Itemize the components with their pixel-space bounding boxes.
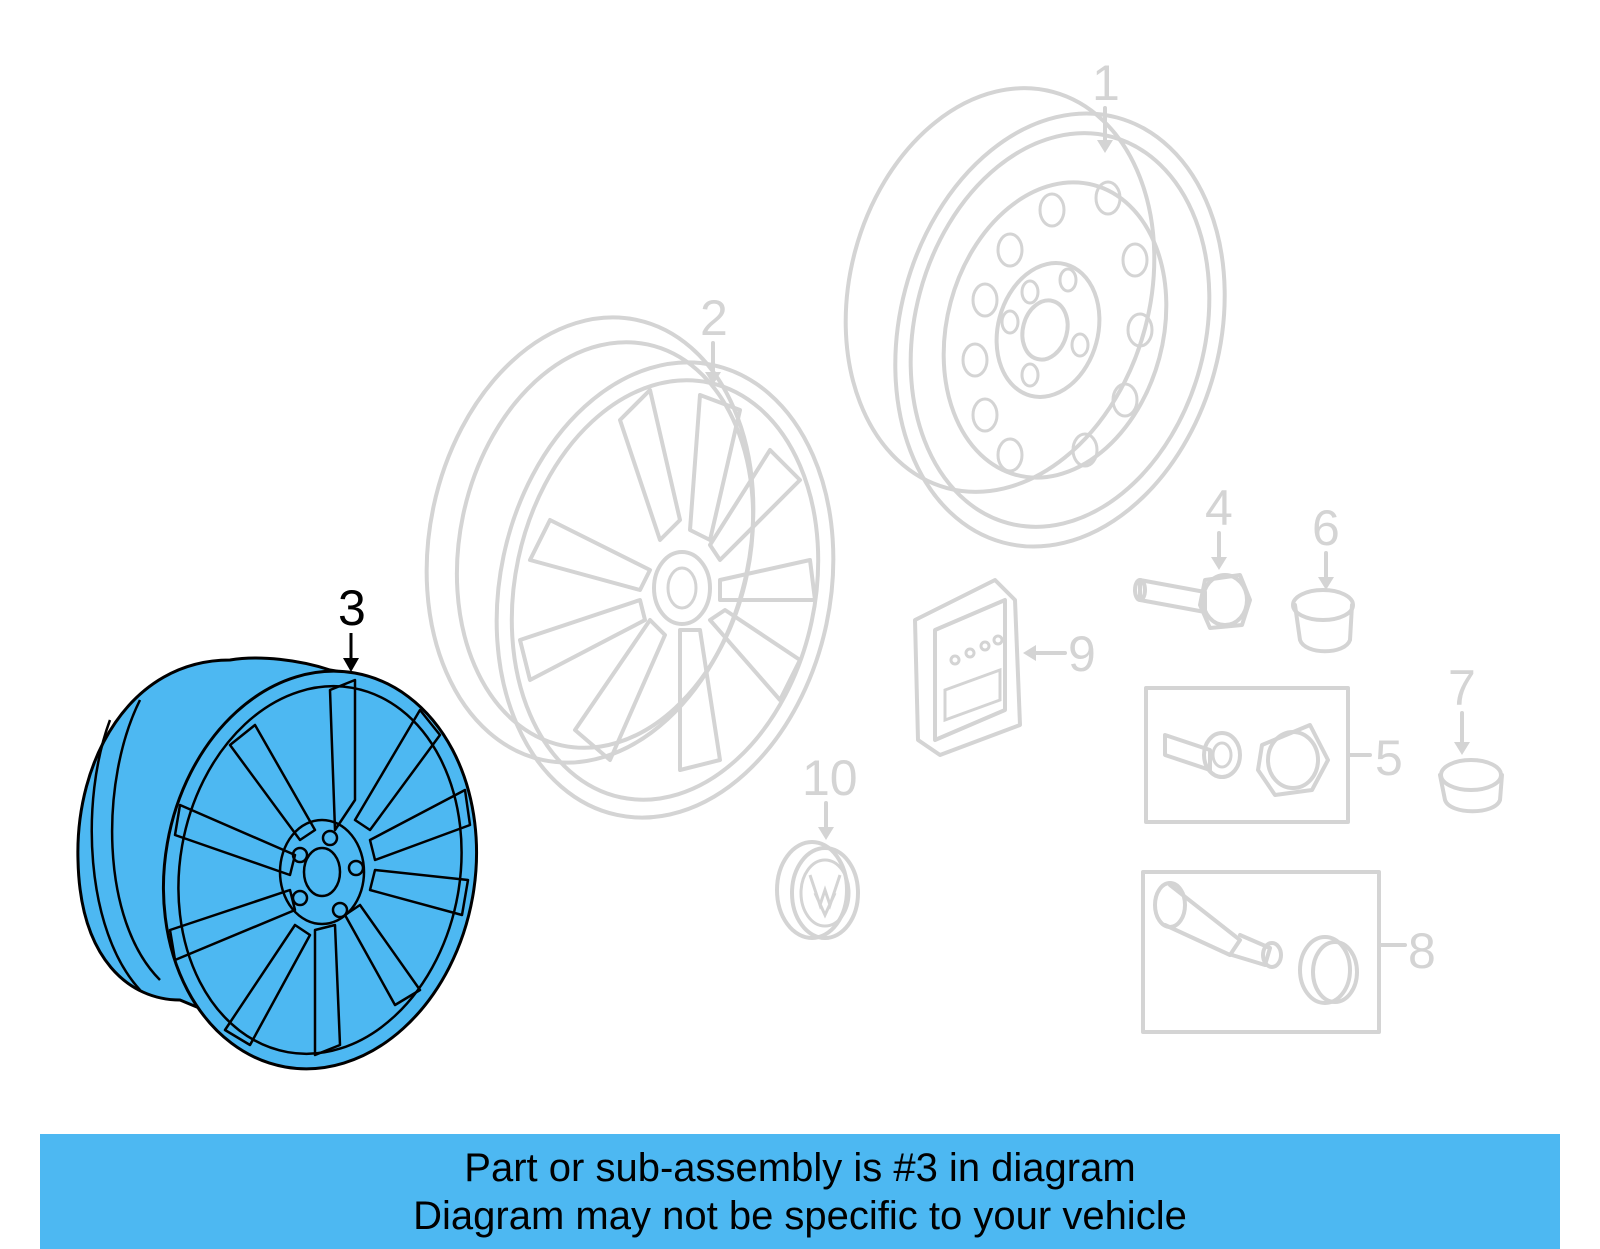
callout-4: 4 <box>1205 480 1233 570</box>
part-10-center-cap[interactable] <box>775 840 860 940</box>
callout-6: 6 <box>1312 500 1340 590</box>
callout-6-label: 6 <box>1312 500 1340 556</box>
callout-10-label: 10 <box>802 750 858 806</box>
part-9-tire-label[interactable] <box>913 578 1022 757</box>
callout-10: 10 <box>802 750 858 840</box>
callout-2: 2 <box>700 290 728 385</box>
callout-9-label: 9 <box>1068 626 1096 682</box>
caption-banner: Part or sub-assembly is #3 in diagram Di… <box>40 1134 1560 1249</box>
part-1-steel-wheel[interactable] <box>802 53 1271 584</box>
part-7-lock-bolt-cap[interactable] <box>1438 758 1504 814</box>
callout-8: 8 <box>1378 923 1436 979</box>
callout-2-label: 2 <box>700 290 728 346</box>
callout-1: 1 <box>1092 55 1120 153</box>
caption-line-1: Part or sub-assembly is #3 in diagram <box>464 1146 1136 1190</box>
part-6-bolt-cap[interactable] <box>1291 588 1355 654</box>
callout-7: 7 <box>1448 660 1476 755</box>
part-2-alloy-wheel[interactable] <box>387 287 874 850</box>
callout-3-label: 3 <box>338 580 366 636</box>
callout-8-label: 8 <box>1408 923 1436 979</box>
callout-3: 3 <box>338 580 366 672</box>
caption-line-2: Diagram may not be specific to your vehi… <box>413 1194 1187 1238</box>
part-3-alloy-wheel-highlighted[interactable] <box>76 646 507 1094</box>
vw-logo-icon <box>808 874 842 919</box>
callout-1-label: 1 <box>1092 55 1120 111</box>
part-8-tpms-valve-stem[interactable] <box>1141 870 1381 1034</box>
part-4-wheel-bolt[interactable] <box>1133 573 1252 630</box>
callout-9: 9 <box>1023 626 1096 682</box>
callout-5: 5 <box>1346 730 1403 786</box>
callout-5-label: 5 <box>1375 730 1403 786</box>
callout-7-label: 7 <box>1448 660 1476 716</box>
part-5-lock-bolt-set[interactable] <box>1144 686 1350 824</box>
callout-4-label: 4 <box>1205 480 1233 536</box>
